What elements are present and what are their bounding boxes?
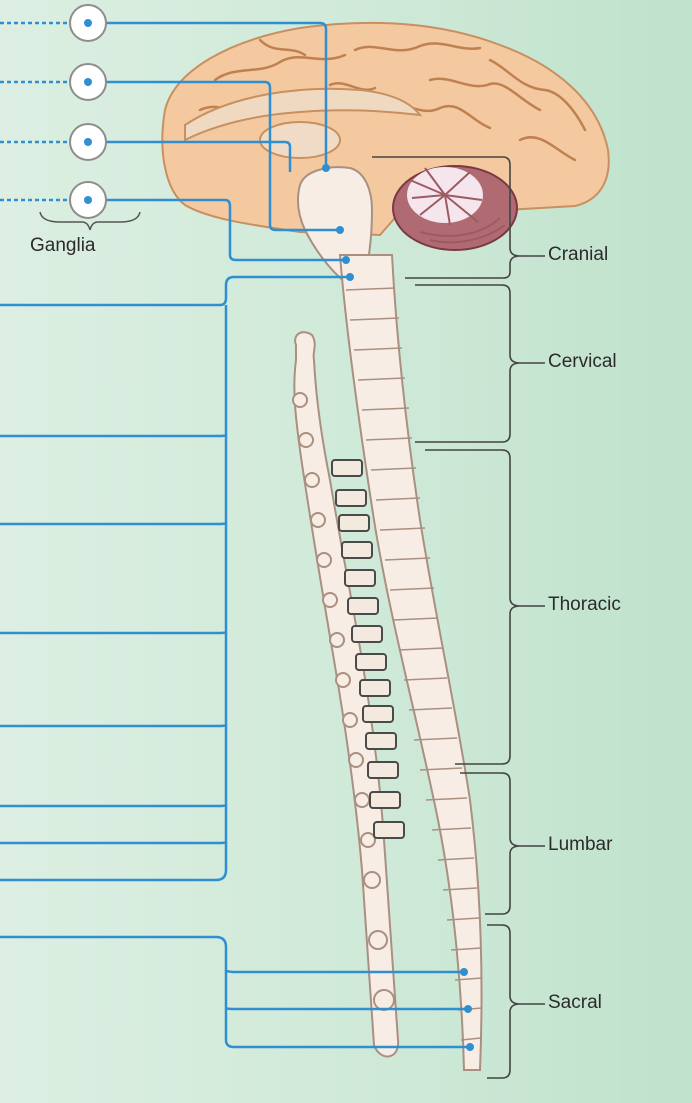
region-label-thoracic: Thoracic <box>548 594 621 616</box>
bracket-sacral <box>487 925 520 1078</box>
thoracolumbar-nerves <box>0 305 226 880</box>
ganglion <box>70 5 106 41</box>
region-label-lumbar: Lumbar <box>548 834 612 856</box>
ganglia <box>40 5 140 230</box>
ganglia-label: Ganglia <box>30 235 96 257</box>
region-label-sacral: Sacral <box>548 992 602 1014</box>
ganglion <box>70 182 106 218</box>
ganglion <box>70 124 106 160</box>
region-label-cranial: Cranial <box>548 244 608 266</box>
cerebellum <box>393 166 517 250</box>
sacral-nerves <box>0 937 470 1047</box>
thalamus <box>260 122 340 158</box>
region-label-cervical: Cervical <box>548 351 617 373</box>
bracket-cervical <box>415 285 520 442</box>
ganglion <box>70 64 106 100</box>
